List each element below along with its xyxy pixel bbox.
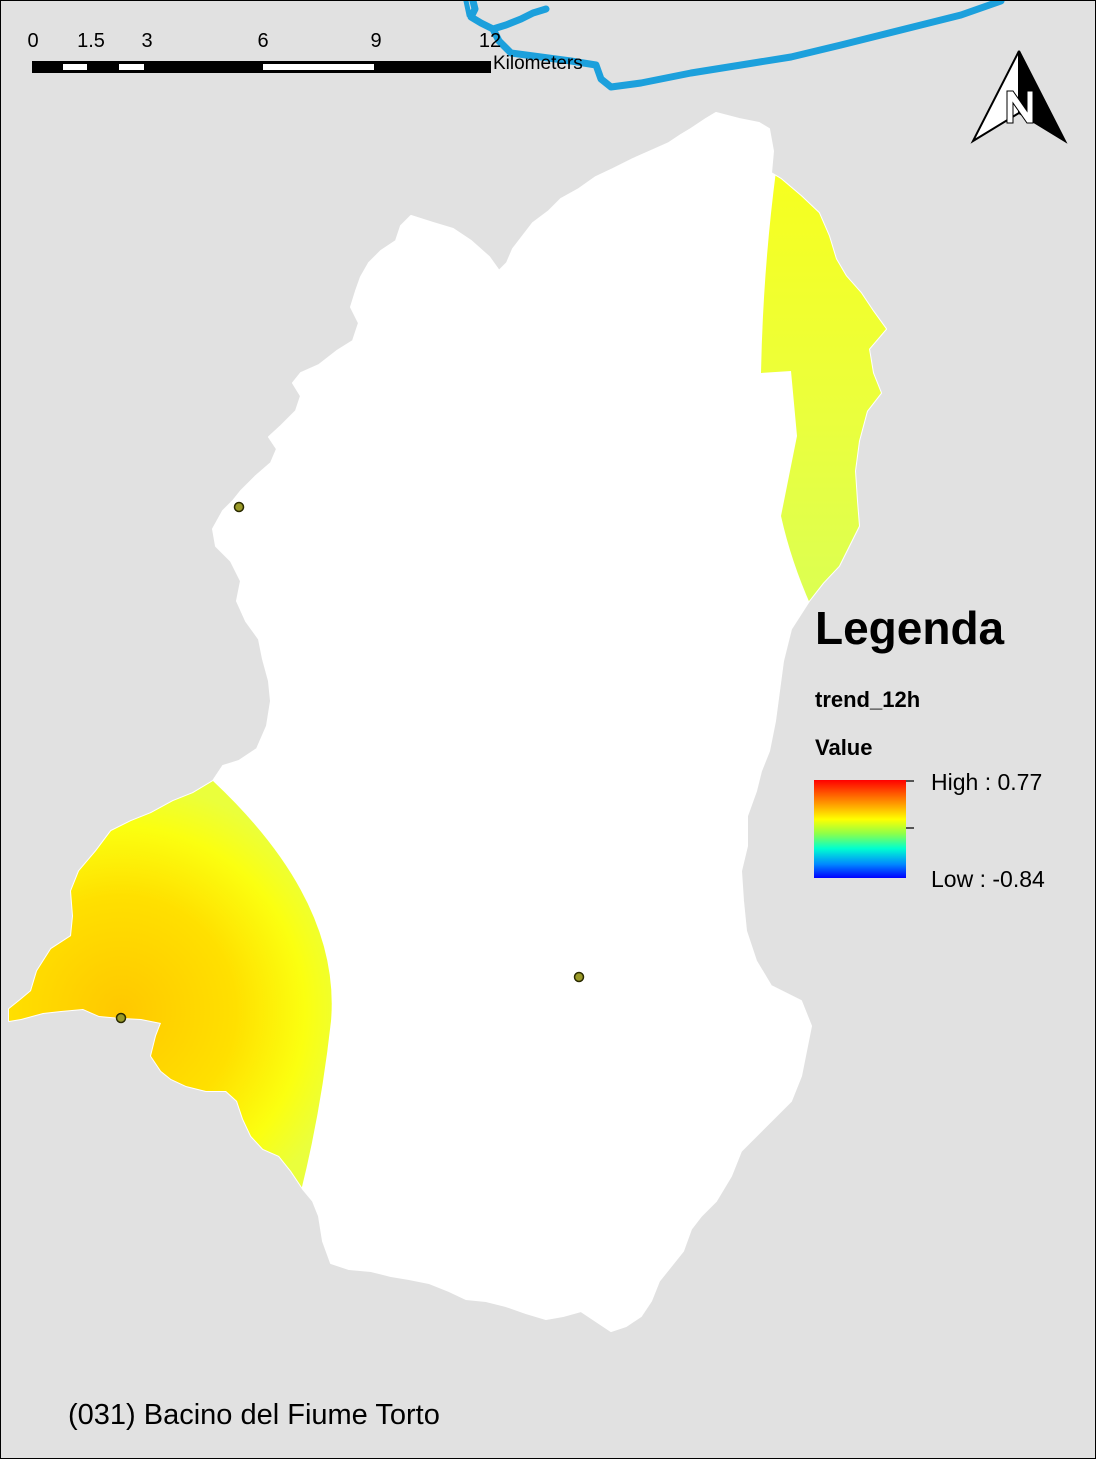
legend-ramp-tick [906,780,914,782]
legend-layer-name: trend_12h [815,687,921,712]
map-title: (031) Bacino del Fiume Torto [68,1399,440,1431]
station-marker[interactable] [233,501,245,513]
legend-high-label: High : 0.77 [931,769,1043,795]
legend-field-name: Value [815,735,873,760]
basin-area [8,112,887,1332]
scale-tick-label: 6 [257,30,269,52]
scale-tick-label: 3 [141,30,153,52]
river [467,1,1005,91]
scale-bar [32,61,491,73]
legend-ramp-tick [906,827,914,829]
scale-tick-label: 12 [478,30,502,52]
legend-title: Legenda [815,602,1005,654]
north-arrow-icon [970,50,1068,144]
river-branch [463,1,482,24]
scale-tick-label: 9 [370,30,382,52]
station-marker[interactable] [115,1012,127,1024]
scale-unit-label: Kilometers [493,53,583,74]
scale-tick-label: 1.5 [77,30,105,52]
legend-color-ramp [814,780,906,878]
scale-tick-label: 0 [27,30,39,52]
legend-low-label: Low : -0.84 [931,866,1045,892]
station-marker[interactable] [573,971,585,983]
